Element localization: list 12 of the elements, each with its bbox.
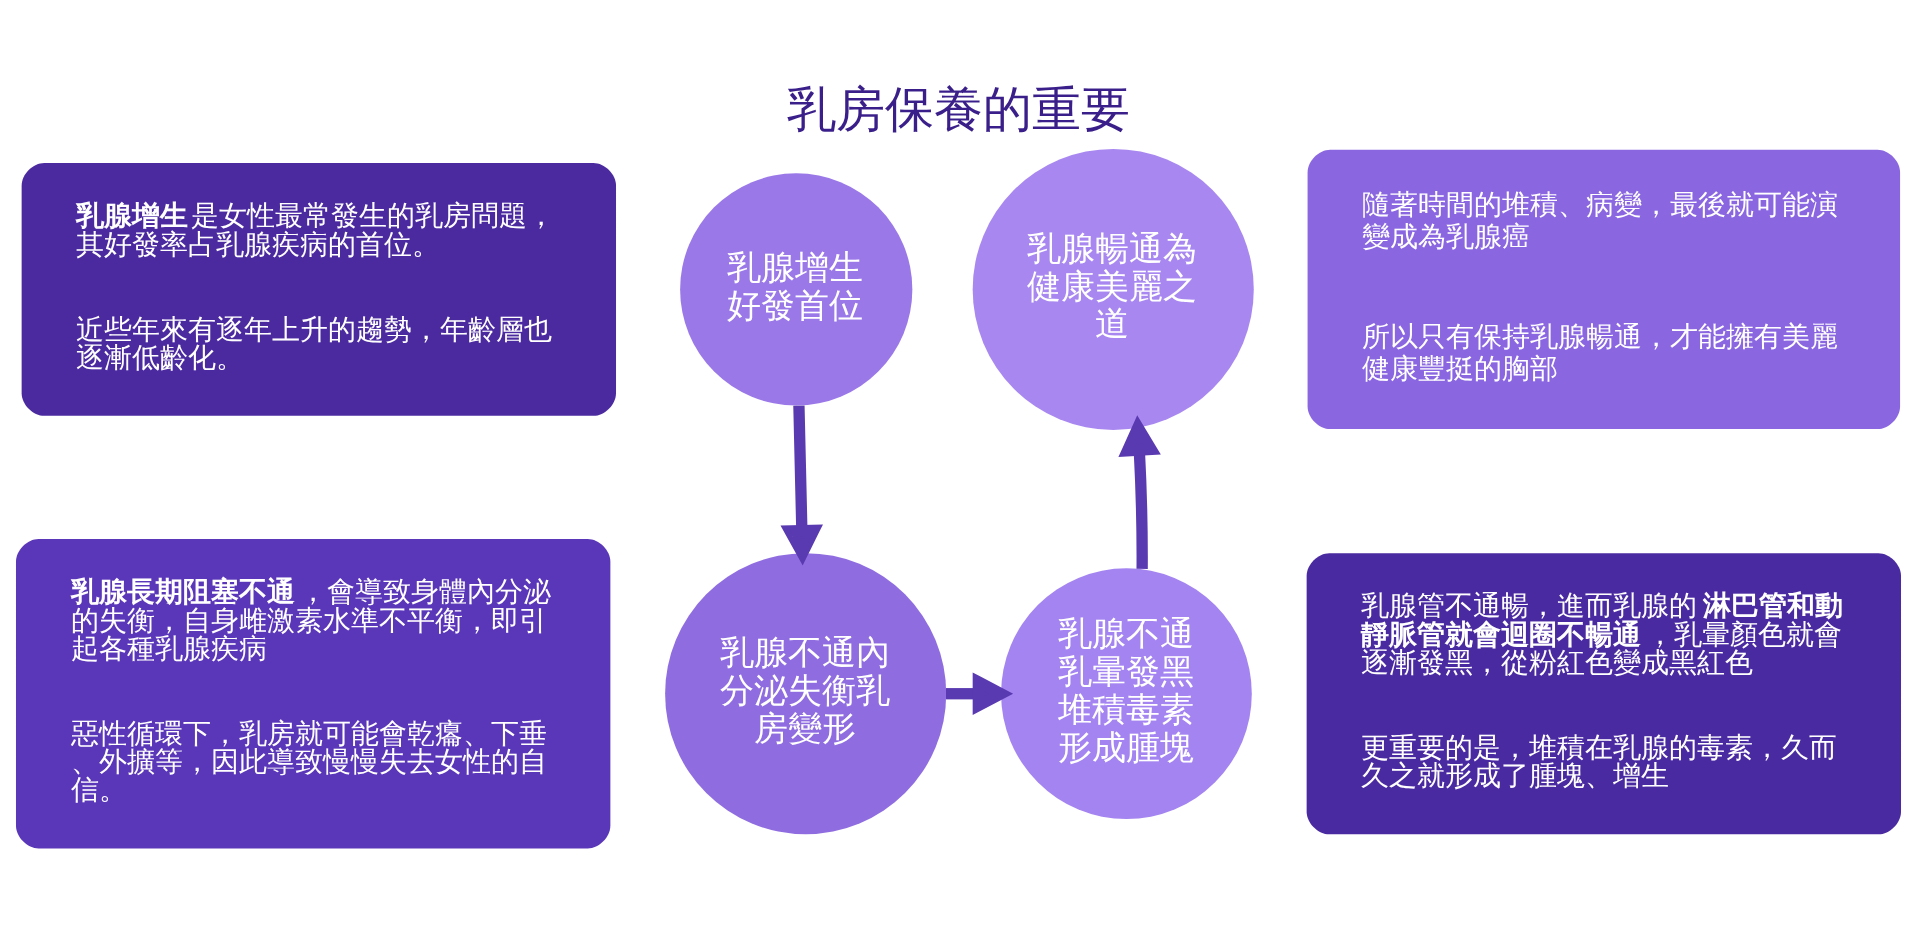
node-circle: 乳腺不通內分泌失衡乳房變形 [665, 553, 947, 835]
arrow [1118, 415, 1161, 569]
node-circle: 乳腺增生好發首位 [680, 173, 913, 406]
node-box: 隨著時間的堆積、病變，最後就可能演變成為乳腺癌 所以只有保持乳腺暢通，才能擁有美麗健康豐挺的胸部 [1307, 149, 1901, 430]
arrow [946, 672, 1014, 715]
node-box: 乳腺增生是女性最常發生的乳房問題，其好發率占乳腺疾病的首位。 近些年來有逐年上升的趨勢，年齡層也逐漸低齡化。 [21, 163, 616, 416]
node-circle: 乳腺不通乳暈發黑堆積毒素形成腫塊 [1001, 568, 1252, 820]
node-box: 乳腺管不通暢，進而乳腺的淋巴管和動靜脈管就會迴圈不暢通，乳暈顏色就會逐漸發黑，從粉紅色變成黑紅色 更重要的是，堆積在乳腺的毒素，久而久之就形成了腫塊、增生 [1306, 553, 1901, 835]
node-circle: 乳腺暢通為健康美麗之道 [972, 148, 1254, 430]
diagram-title: 乳房保養的重要 [787, 80, 1130, 139]
arrow [780, 405, 823, 566]
node-box: 乳腺長期阻塞不通，會導致身體內分泌的失衡，自身雌激素水準不平衡，即引起各種乳腺疾病 惡性循環下，乳房就可能會乾癟、下垂、外擴等，因此導致慢慢失去女性的自信。 [16, 539, 611, 849]
